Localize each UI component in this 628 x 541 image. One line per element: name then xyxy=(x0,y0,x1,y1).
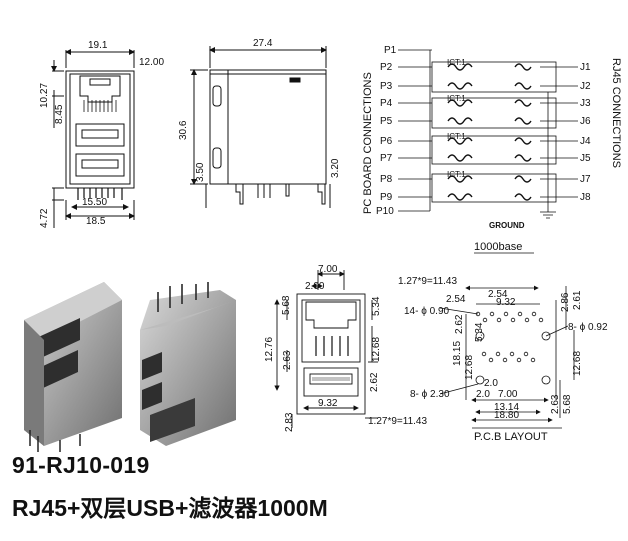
part-number-title: 91-RJ10-019 xyxy=(12,452,150,478)
pin-label: P8 xyxy=(380,174,393,185)
dim-label: 14- ϕ 0.90 xyxy=(404,306,450,317)
side-dim-pin-left: 3.50 xyxy=(195,162,206,182)
dim-label: 9.32 xyxy=(318,398,338,409)
front-dim-pin-span: 15.50 xyxy=(82,197,107,208)
dim-label: 2.62 xyxy=(454,314,465,334)
product-photo-rear xyxy=(140,282,236,446)
dim-label: 18.80 xyxy=(494,410,519,421)
pin-label: P5 xyxy=(380,116,393,127)
side-dim-height: 30.6 xyxy=(178,120,189,140)
dim-label: 2.0 xyxy=(484,378,498,389)
front-dim-top: 12.00 xyxy=(139,57,164,68)
side-dim-length: 27.4 xyxy=(253,38,273,49)
product-photo-front xyxy=(24,282,122,452)
dim-label: 2.54 xyxy=(446,294,466,305)
schematic-ict-1: ICT:1 xyxy=(447,58,466,67)
dim-label: 5.34 xyxy=(474,322,485,342)
front-dim-width: 19.1 xyxy=(88,40,108,51)
dim-label: 5.68 xyxy=(281,295,292,315)
dim-label: 2.00 xyxy=(305,281,325,292)
schematic-ground-label: GROUND xyxy=(489,221,525,230)
pin-label: J7 xyxy=(580,174,591,185)
dim-label: 1.27*9=11.43 xyxy=(368,416,427,427)
dim-label: 12.76 xyxy=(264,337,275,362)
side-dim-pin-right: 3.20 xyxy=(330,158,341,178)
dim-label: 5.34 xyxy=(371,296,382,316)
pin-label: J5 xyxy=(580,153,591,164)
dim-label: 12.68 xyxy=(464,355,475,380)
schematic-left-caption: PC BOARD CONNECTIONS xyxy=(362,72,374,214)
pin-label: P6 xyxy=(380,136,393,147)
pin-label: P9 xyxy=(380,192,393,203)
front-dim-pin-length: 4.72 xyxy=(39,208,50,228)
dim-label: 7.00 xyxy=(498,389,518,400)
dim-label: 2.86 xyxy=(560,292,571,312)
pin-label: P7 xyxy=(380,153,393,164)
pin-label: J1 xyxy=(580,62,591,73)
schematic xyxy=(398,49,578,219)
schematic-speed-label: 1000base xyxy=(474,241,522,253)
dim-label: 13.14 xyxy=(494,402,519,413)
dim-label: 5.68 xyxy=(562,394,573,414)
schematic-ict-3: ICT:1 xyxy=(447,132,466,141)
pcb-hole-row-mid xyxy=(481,351,536,363)
bottom-front-view xyxy=(274,270,378,428)
dim-label: 9.32 xyxy=(496,297,516,308)
dim-label: 2.63 xyxy=(282,350,293,370)
dim-label: 1.27*9=11.43 xyxy=(398,276,457,287)
pin-label: J6 xyxy=(580,116,591,127)
front-dim-body-width: 18.5 xyxy=(86,216,106,227)
dim-label: 2.63 xyxy=(550,394,561,414)
pin-label: P2 xyxy=(380,62,393,73)
dim-label: 12.68 xyxy=(371,337,382,362)
front-dim-rj45-height: 10.27 xyxy=(39,83,50,108)
dim-label: 2.62 xyxy=(369,372,380,392)
pcb-dims: 1.27*9=11.43 2.54 2.86 2.54 9.32 2.61 14… xyxy=(398,276,608,421)
dim-label: 7.00 xyxy=(318,264,338,275)
dim-label: 2.83 xyxy=(284,412,295,432)
schematic-right-pins: J1 J2 J3 J6 J4 J5 J7 J8 xyxy=(580,62,591,203)
front-dim-usb-offset: 8.45 xyxy=(54,104,65,124)
schematic-left-pins: P1 P2 P3 P4 P5 P6 P7 P8 P9 P10 xyxy=(376,45,397,217)
dim-label: 2.61 xyxy=(572,290,583,310)
pcb-layout xyxy=(439,285,575,423)
dim-label: 18.15 xyxy=(452,341,463,366)
side-view xyxy=(190,46,331,208)
schematic-ict-2: ICT:1 xyxy=(447,94,466,103)
dim-label: 12.68 xyxy=(572,351,583,376)
pin-label: P1 xyxy=(384,45,397,56)
dim-label: 2.54 xyxy=(488,289,508,300)
pin-label: P4 xyxy=(380,98,393,109)
pin-label: J4 xyxy=(580,136,591,147)
schematic-ict-4: ICT:1 xyxy=(447,170,466,179)
bottom-front-dims: 7.00 2.00 5.68 5.34 12.76 2.63 12.68 2.6… xyxy=(264,264,427,432)
dim-label: 2.0 xyxy=(476,389,490,400)
schematic-right-caption: RJ45 CONNECTIONS xyxy=(610,58,622,168)
pcb-layout-caption: P.C.B LAYOUT xyxy=(474,431,548,443)
pin-label: J8 xyxy=(580,192,591,203)
dim-label: 8- ϕ 0.92 xyxy=(568,322,608,333)
dim-label: 8- ϕ 2.30 xyxy=(410,389,450,400)
pin-label: P10 xyxy=(376,206,394,217)
pcb-hole-row-top xyxy=(475,311,544,323)
part-description-title: RJ45+双层USB+滤波器1000M xyxy=(12,495,328,521)
pin-label: J2 xyxy=(580,81,591,92)
pin-label: P3 xyxy=(380,81,393,92)
pin-label: J3 xyxy=(580,98,591,109)
front-view xyxy=(51,49,135,228)
